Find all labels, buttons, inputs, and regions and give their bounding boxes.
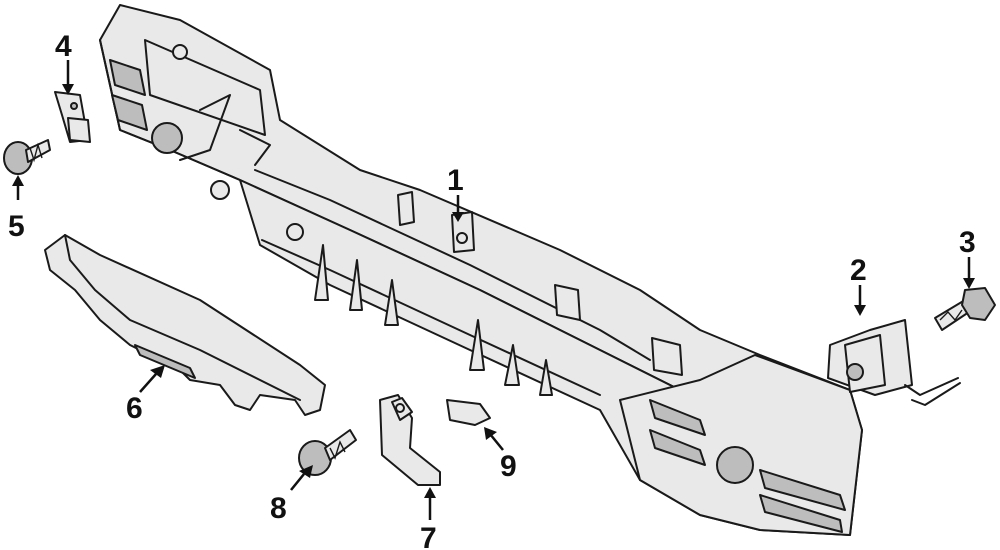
screw-8	[298, 429, 357, 476]
callout-8: 8	[270, 492, 287, 525]
bracket-7	[379, 394, 441, 486]
callout-5: 5	[8, 210, 25, 243]
callout-7: 7	[420, 522, 437, 550]
callout-arrows	[12, 60, 975, 520]
clip-4	[54, 91, 91, 143]
callout-4: 4	[55, 30, 72, 63]
callout-9: 9	[500, 450, 517, 483]
sensor-bracket	[827, 319, 961, 406]
screw-5	[3, 139, 51, 175]
bumper-reinforcement	[99, 4, 863, 536]
energy-absorber	[44, 234, 326, 416]
callout-2: 2	[850, 254, 867, 287]
callout-1: 1	[447, 164, 464, 197]
cap-9	[446, 399, 491, 426]
callout-6: 6	[126, 392, 143, 425]
bolt-3	[934, 287, 996, 331]
callout-3: 3	[959, 226, 976, 259]
